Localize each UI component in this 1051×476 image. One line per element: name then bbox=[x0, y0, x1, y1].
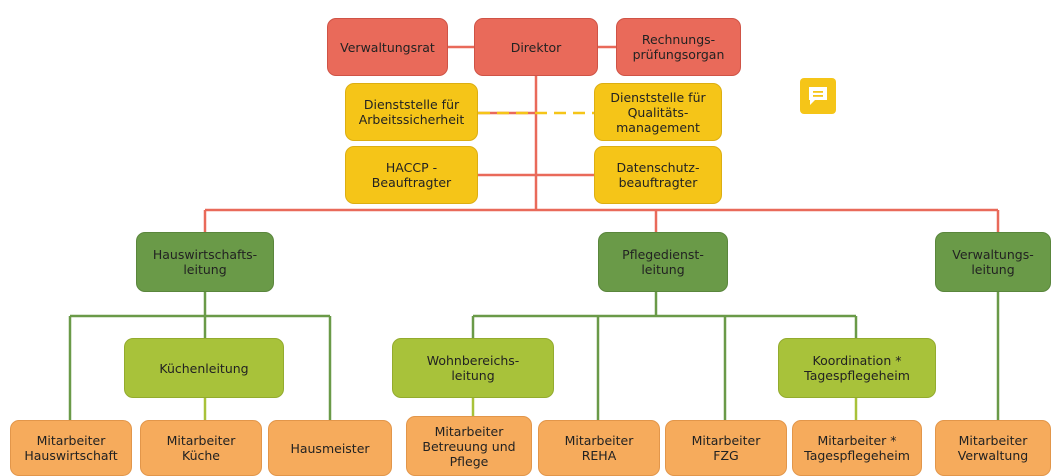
verwaltungsleitung-box[interactable]: Verwaltungs- leitung bbox=[935, 232, 1051, 292]
ma-fzg-box[interactable]: Mitarbeiter FZG bbox=[665, 420, 787, 476]
koordination-box[interactable]: Koordination * Tagespflegeheim bbox=[778, 338, 936, 398]
ma-tagespflegeheim-box[interactable]: Mitarbeiter * Tagespflegeheim bbox=[792, 420, 922, 476]
pflegedienstleitung-box[interactable]: Pflegedienst- leitung bbox=[598, 232, 728, 292]
ma-kueche-box[interactable]: Mitarbeiter Küche bbox=[140, 420, 262, 476]
ma-hauswirtschaft-box[interactable]: Mitarbeiter Hauswirtschaft bbox=[10, 420, 132, 476]
ma-verwaltung-box[interactable]: Mitarbeiter Verwaltung bbox=[935, 420, 1051, 476]
qualitaetsmanagement-box[interactable]: Dienststelle für Qualitäts- management bbox=[594, 83, 722, 141]
ma-betreuung-box[interactable]: Mitarbeiter Betreuung und Pflege bbox=[406, 416, 532, 476]
hauswirtschaftsleitung-box[interactable]: Hauswirtschafts- leitung bbox=[136, 232, 274, 292]
ma-reha-box[interactable]: Mitarbeiter REHA bbox=[538, 420, 660, 476]
comment-button[interactable] bbox=[800, 78, 836, 114]
haccp-box[interactable]: HACCP - Beauftragter bbox=[345, 146, 478, 204]
datenschutz-box[interactable]: Datenschutz- beauftragter bbox=[594, 146, 722, 204]
wohnbereichsleitung-box[interactable]: Wohnbereichs- leitung bbox=[392, 338, 554, 398]
hausmeister-box[interactable]: Hausmeister bbox=[268, 420, 392, 476]
direktor-box[interactable]: Direktor bbox=[474, 18, 598, 76]
verwaltungsrat-box[interactable]: Verwaltungsrat bbox=[327, 18, 448, 76]
comment-icon bbox=[809, 87, 827, 105]
arbeitssicherheit-box[interactable]: Dienststelle für Arbeitssicherheit bbox=[345, 83, 478, 141]
kuechenleitung-box[interactable]: Küchenleitung bbox=[124, 338, 284, 398]
rechnungspruefungsorgan-box[interactable]: Rechnungs- prüfungsorgan bbox=[616, 18, 741, 76]
